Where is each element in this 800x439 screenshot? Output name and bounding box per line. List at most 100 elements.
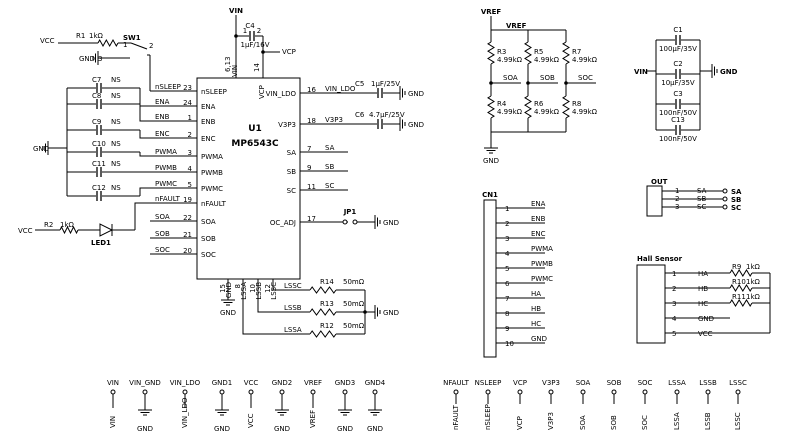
pin-name-sa: SA (287, 149, 297, 157)
pin-number-sa: 7 (307, 145, 311, 153)
pin-name-enc: ENC (201, 135, 216, 143)
net-label-cn1-ha: HA (531, 290, 541, 298)
resistor-r5 (524, 41, 532, 65)
terminal-label-out-sc: SC (731, 204, 741, 212)
pin-number-gnd: 15 (219, 284, 227, 293)
pin-number-enc: 2 (188, 131, 192, 139)
capacitor-c1-ref: C1 (673, 26, 682, 34)
test-point-net-vin-ldo: VIN_LDO (181, 397, 189, 428)
test-point-gnd3 (342, 389, 348, 395)
net-label-pwmc: PWMC (155, 180, 177, 188)
capacitor-c7-value: NS (111, 76, 121, 84)
connector-cn1-pin-9-number: 9 (505, 325, 509, 333)
resistor-r6-ref: R6 (534, 100, 544, 108)
net-label-nsleep: nSLEEP (155, 83, 181, 91)
capacitor-c12-value: NS (111, 184, 121, 192)
test-point-soa (580, 389, 586, 395)
capacitor-c5-ref: C5 (355, 80, 364, 88)
resistor-r10 (729, 284, 753, 292)
net-label-vin-ldo: VIN_LDO (325, 85, 356, 93)
test-point-label-nfault: NFAULT (443, 379, 469, 387)
connector-cn1-pin-8-number: 8 (505, 310, 509, 318)
pin-number-soa: 22 (183, 214, 192, 222)
test-point-label-soa: SOA (576, 379, 591, 387)
net-label-gnd-u1: GND (220, 309, 236, 317)
resistor-r4-value: 4.99kΩ (497, 108, 523, 116)
pin-number-ena: 24 (183, 99, 192, 107)
pin-number-pwmc: 5 (188, 181, 192, 189)
test-point-net-gnd4: GND (367, 425, 383, 433)
test-point-label-soc: SOC (638, 379, 653, 387)
net-label-gnd: GND (79, 55, 95, 63)
capacitor-c9 (96, 125, 102, 135)
test-point-net-gnd2: GND (274, 425, 290, 433)
resistor-r5-ref: R5 (534, 48, 543, 56)
connector-hall-title: Hall Sensor (637, 255, 683, 263)
jumper-jp1-pin2 (352, 219, 358, 225)
net-label-gnd-c6: GND (408, 121, 424, 129)
net-label-lssc: LSSC (284, 282, 302, 290)
connector-cn1-pin-6-number: 6 (505, 280, 510, 288)
ic-ref-label: U1 (248, 124, 262, 134)
resistor-r12 (309, 330, 337, 338)
pin-name-pwmc: PWMC (201, 185, 223, 193)
resistor-r8-ref: R8 (572, 100, 581, 108)
pin-number-oc-adj: 17 (307, 215, 316, 223)
capacitor-c2-ref: C2 (673, 60, 682, 68)
capacitor-c10-value: NS (111, 140, 121, 148)
capacitor-c13-value: 100nF/50V (659, 135, 697, 143)
test-point-net-lssc: LSSC (734, 412, 742, 430)
pin-number-nsleep: 23 (183, 84, 192, 92)
net-label-sc: SC (325, 182, 334, 190)
connector-cn1-pin-7-number: 7 (505, 295, 509, 303)
test-point-label-vcp: VCP (513, 379, 527, 387)
net-label-cn1-pwmc: PWMC (531, 275, 553, 283)
test-point-gnd4 (372, 389, 378, 395)
capacitor-c2-value: 10μF/35V (661, 79, 695, 87)
net-label-lssa: LSSA (284, 326, 302, 334)
capacitor-c1 (675, 35, 681, 45)
ground-symbol-tp-gnd2 (275, 409, 289, 416)
capacitor-c11 (96, 167, 102, 177)
wire-c7-net (139, 88, 150, 107)
test-point-vref (310, 389, 316, 395)
pin-name-lssb: LSSB (255, 282, 263, 300)
test-point-net-vcp: VCP (516, 416, 524, 430)
wire-lssa (242, 279, 310, 335)
resistor-r2 (59, 225, 79, 235)
ground-symbol-jp1 (374, 215, 381, 229)
net-label-cn1-pwmb: PWMB (531, 260, 553, 268)
pin-number-v3p3: 18 (307, 117, 316, 125)
test-point-label-sob: SOB (607, 379, 622, 387)
pin-name-gnd: GND (225, 282, 233, 298)
net-label-sob: SOB (155, 230, 170, 238)
net-label-sb: SB (325, 163, 334, 171)
wire-c8-net (139, 104, 150, 122)
terminal-label-out-sb: SB (731, 196, 741, 204)
pin-name-vcp: VCP (258, 85, 266, 99)
net-label-vref: VREF (481, 8, 502, 16)
wire-led-nfault2 (134, 202, 150, 230)
net-label-vcc: VCC (40, 37, 55, 45)
test-point-vcp (517, 389, 523, 395)
wire-lssc (272, 279, 310, 291)
capacitor-c5 (377, 88, 383, 98)
pin-name-soa: SOA (201, 218, 216, 226)
net-label-nfault: nFAULT (155, 195, 181, 203)
net-label-out-sc: SC (697, 203, 706, 211)
net-label-soa: SOA (503, 74, 518, 82)
capacitor-c8 (96, 99, 102, 109)
pin-name-soc: SOC (201, 251, 216, 259)
pin-number-nfault: 19 (183, 196, 192, 204)
ic-u1-body (196, 77, 301, 280)
capacitor-c9-value: NS (111, 118, 121, 126)
pin-name-lssc: LSSC (270, 282, 278, 300)
pin-number-lssb: 10 (249, 284, 257, 293)
net-label-gnd-shunt: GND (383, 309, 399, 317)
pin-number-soc: 20 (183, 247, 192, 255)
net-label-v3p3: V3P3 (325, 116, 343, 124)
connector-hall-pin-5-number: 5 (672, 330, 676, 338)
pin-number-pwmb: 4 (188, 165, 193, 173)
test-point-label-v3p3: V3P3 (542, 379, 560, 387)
capacitor-c11-value: NS (111, 160, 121, 168)
